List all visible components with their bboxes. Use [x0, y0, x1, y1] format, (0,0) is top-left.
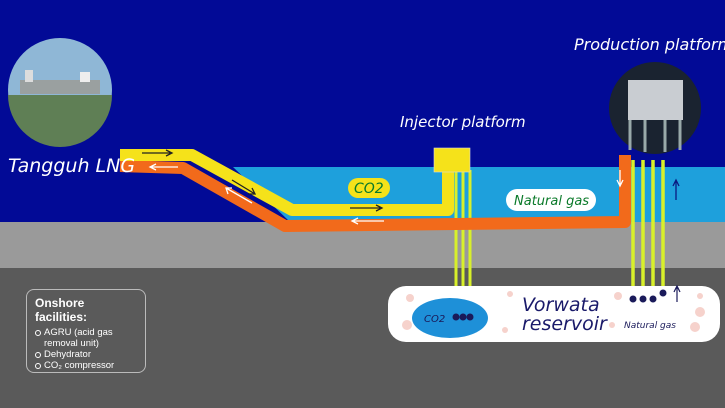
reservoir-pores [402, 291, 705, 333]
co2-pipe-label: CO2 [354, 181, 384, 197]
co2-plume [412, 298, 488, 338]
tangguh-photo [8, 38, 112, 147]
reservoir-co2-label: CO2 [424, 314, 445, 325]
production-wells [631, 160, 665, 298]
co2-flow-arrows [142, 149, 384, 212]
reservoir-gas-label: Natural gas [624, 321, 676, 331]
tangguh-label: Tangguh LNG [8, 155, 135, 177]
natural-gas-pipe-label: Natural gas [514, 194, 589, 209]
well-ends [452, 289, 667, 321]
injector-platform-label: Injector platform [400, 113, 526, 131]
legend-title: Onshore facilities: [35, 296, 88, 324]
up-arrow-icon [672, 178, 680, 200]
legend-item: CO₂ compressor [35, 360, 137, 371]
natural-gas-label-badge [506, 189, 596, 211]
legend-item: AGRU (acid gas removal unit) [35, 327, 137, 349]
reservoir-label-line2: reservoir [522, 313, 608, 335]
co2-label-badge [348, 178, 390, 198]
reservoir-label-line1: Vorwata [522, 294, 600, 316]
production-platform-photo [609, 62, 701, 154]
gas-flow-arrows [148, 163, 624, 225]
up-arrow-icon [673, 284, 681, 302]
production-platform-label: Production platform [574, 35, 725, 54]
legend-item: Dehydrator [35, 349, 137, 360]
injector-platform [433, 147, 471, 173]
onshore-facilities-legend: Onshore facilities: AGRU (acid gas remov… [26, 289, 146, 373]
